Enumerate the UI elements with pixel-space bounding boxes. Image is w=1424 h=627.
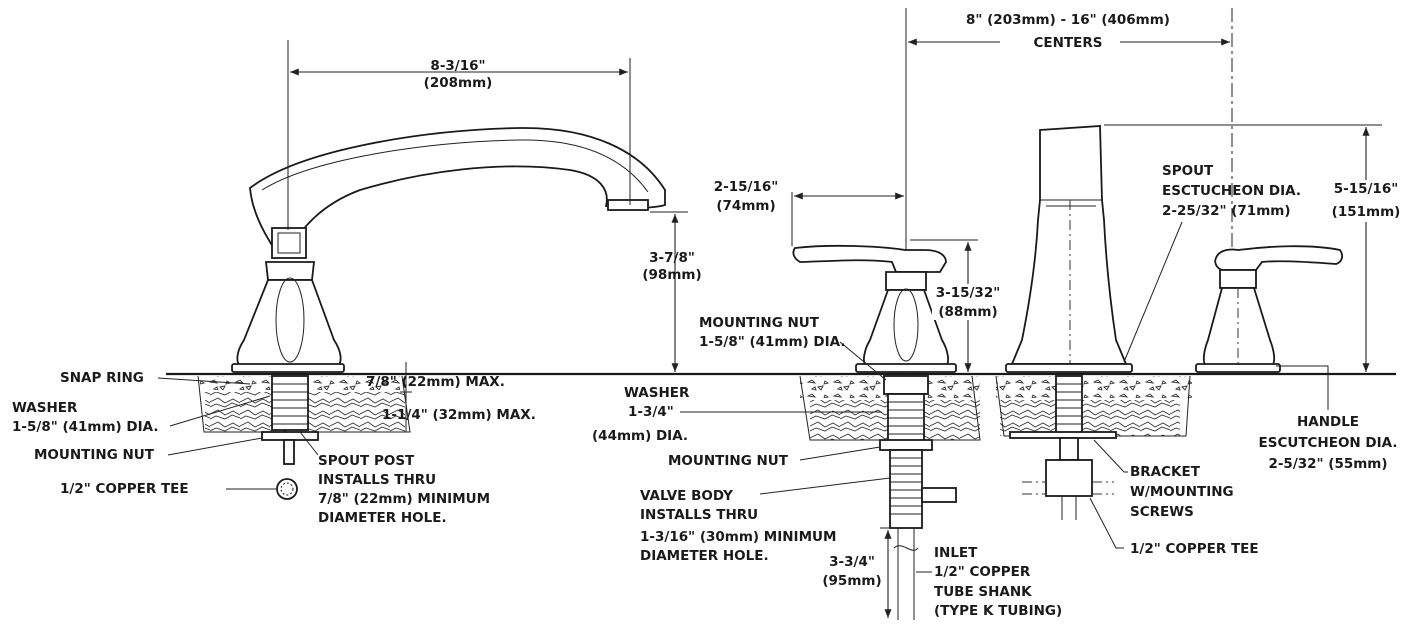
valve-body-line1: VALVE BODY [640, 488, 733, 504]
spout-body [249, 127, 666, 251]
centers-line1: 8" (203mm) - 16" (406mm) [966, 12, 1170, 28]
right-spout-body [1010, 125, 1128, 365]
spout-aerator [607, 199, 649, 211]
spout-esc-line1: SPOUT [1162, 163, 1214, 179]
spout-post-line4: DIAMETER HOLE. [318, 510, 447, 526]
valve-body-line2: INSTALLS THRU [640, 507, 758, 523]
spout-base [236, 279, 342, 367]
spout-esc-line3: 2-25/32" (71mm) [1162, 203, 1291, 219]
mounting-nut-label: MOUNTING NUT [34, 447, 155, 463]
inlet-line3: TUBE SHANK [934, 584, 1032, 600]
shank-max-label: 1-1/4" (32mm) MAX. [382, 407, 536, 423]
washer-dia-label: 1-5/8" (41mm) DIA. [12, 419, 158, 435]
spout-height-mm: (98mm) [642, 267, 701, 283]
inlet-line2: 1/2" COPPER [934, 564, 1031, 580]
right-spout-height-in: 5-15/16" [1334, 181, 1399, 197]
snap-ring-label: SNAP RING [60, 370, 144, 386]
centers-line2: CENTERS [1034, 35, 1103, 51]
right-spout-assembly [995, 125, 1192, 520]
handle-height-mm: (88mm) [938, 304, 997, 320]
handle-esc-line1: HANDLE [1297, 414, 1359, 430]
right-handle-valve [1195, 245, 1343, 373]
handle-esc-line3: 2-5/32" (55mm) [1268, 456, 1387, 472]
spout-assembly [197, 127, 666, 500]
spout-post-line2: INSTALLS THRU [318, 472, 436, 488]
copper-tee-label: 1/2" COPPER TEE [60, 481, 189, 497]
inlet-line1: INLET [934, 545, 978, 561]
spout-reach-mm: (208mm) [424, 75, 493, 91]
valve-washer-line1: WASHER [624, 385, 690, 401]
spout-height-in: 3-7/8" [649, 250, 695, 266]
valve-mounting-nut-line2: 1-5/8" (41mm) DIA. [699, 334, 845, 350]
valve-mounting-nut-line1: MOUNTING NUT [699, 315, 820, 331]
inlet-length-mm: (95mm) [822, 573, 881, 589]
deck-max-label: 7/8" (22mm) MAX. [366, 374, 505, 390]
spout-post-line3: 7/8" (22mm) MINIMUM [318, 491, 490, 507]
right-handle-lever [1214, 245, 1343, 271]
right-spout-height-mm: (151mm) [1332, 204, 1401, 220]
inlet-line4: (TYPE K TUBING) [934, 603, 1062, 619]
copper-tee-left [276, 478, 298, 500]
inlet-tube [897, 528, 915, 620]
handle-reach-mm: (74mm) [716, 198, 775, 214]
left-handle-valve [792, 244, 981, 620]
valve-washer-line3: (44mm) DIA. [592, 428, 688, 444]
valve-body-line3: 1-3/16" (30mm) MINIMUM [640, 529, 836, 545]
bracket-line1: BRACKET [1130, 464, 1201, 480]
washer-label: WASHER [12, 400, 78, 416]
right-handle-base [1202, 287, 1276, 367]
left-handle-lever [792, 244, 947, 273]
handle-height-in: 3-15/32" [936, 285, 1001, 301]
spout-esc-line2: ESCTUCHEON DIA. [1162, 183, 1301, 199]
right-copper-tee-label: 1/2" COPPER TEE [1130, 541, 1259, 557]
bracket-line2: W/MOUNTING [1130, 484, 1234, 500]
valve-body-line4: DIAMETER HOLE. [640, 548, 769, 564]
spout-reach-in: 8-3/16" [430, 58, 485, 74]
handle-reach-in: 2-15/16" [714, 179, 779, 195]
valve-washer-line2: 1-3/4" [628, 404, 674, 420]
bracket-line3: SCREWS [1130, 504, 1194, 520]
spout-post-line1: SPOUT POST [318, 453, 415, 469]
valve-mounting-nut2: MOUNTING NUT [668, 453, 789, 469]
handle-esc-line2: ESCUTCHEON DIA. [1259, 435, 1398, 451]
inlet-length-in: 3-3/4" [829, 554, 875, 570]
